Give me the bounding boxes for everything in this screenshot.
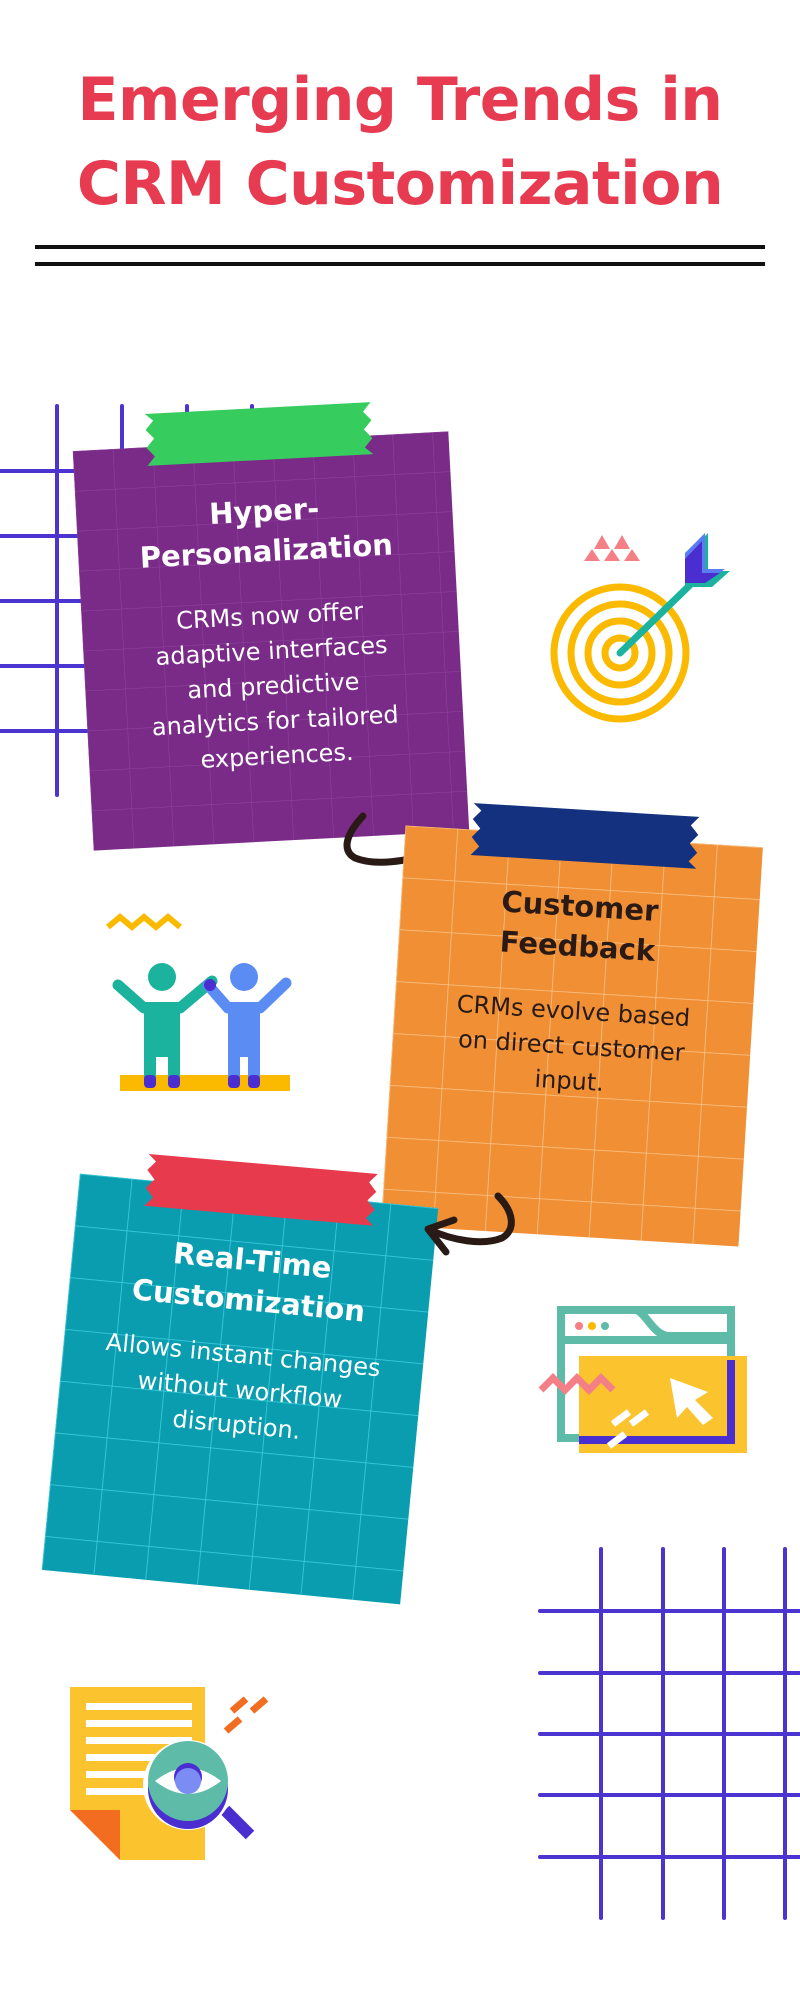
card-customer-feedback: Customer Feedback CRMs evolve based on d… bbox=[381, 825, 763, 1247]
decorative-grid-bottom-right bbox=[538, 1547, 800, 1920]
card-grid-pattern bbox=[72, 431, 470, 851]
browser-cursor-icon bbox=[538, 1306, 747, 1453]
document-magnifier-eye-icon bbox=[70, 1687, 269, 1860]
navy-tape bbox=[470, 803, 700, 869]
title-line-1: Emerging Trends in bbox=[77, 65, 723, 135]
title-line-2: CRM Customization bbox=[76, 149, 724, 219]
title-divider-top bbox=[35, 245, 765, 249]
card-hyper-personalization: Hyper- Personalization CRMs now offer ad… bbox=[72, 431, 470, 851]
page-title: Emerging Trends in CRM Customization bbox=[0, 58, 800, 226]
celebrating-people-icon bbox=[106, 913, 292, 1091]
card-body: CRMs now offer adaptive interfaces and p… bbox=[151, 597, 400, 774]
card-real-time-customization: Real-Time Customization Allows instant c… bbox=[41, 1173, 439, 1605]
card-body: CRMs evolve based on direct customer inp… bbox=[456, 989, 691, 1098]
curved-arrow-left-icon bbox=[424, 1192, 515, 1256]
title-divider-bottom bbox=[35, 262, 765, 266]
card-grid-pattern bbox=[381, 825, 763, 1247]
green-tape bbox=[144, 402, 374, 466]
card-grid-pattern bbox=[41, 1173, 439, 1605]
target-with-dart-icon bbox=[550, 533, 730, 723]
red-tape bbox=[144, 1153, 378, 1226]
